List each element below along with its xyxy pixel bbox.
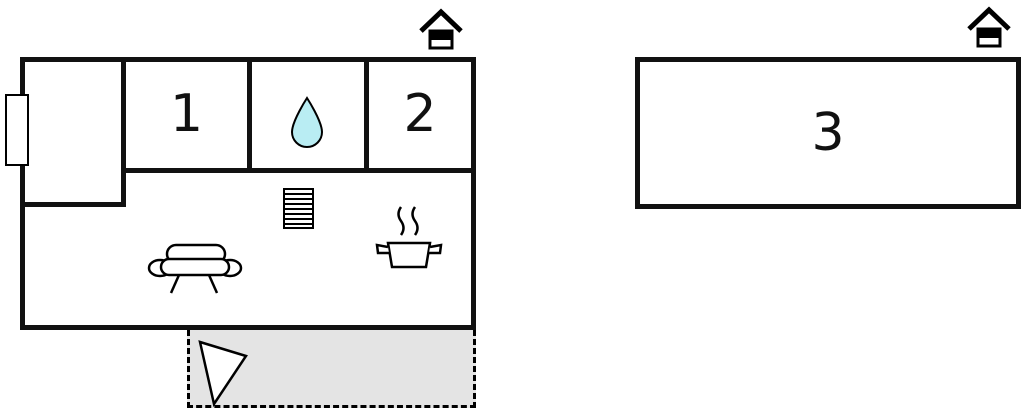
interior-wall-bathroom-room2: [364, 57, 369, 173]
interior-wall-entry-horizontal: [20, 202, 126, 207]
sofa-icon: [147, 243, 243, 294]
stairs-icon: [283, 188, 314, 229]
room-3-label: 3: [811, 103, 845, 163]
interior-wall-entry-vertical: [121, 57, 126, 207]
window-symbol: [5, 94, 29, 166]
water-drop-shape: [290, 96, 324, 148]
room-2-label: 2: [403, 84, 437, 144]
building-annex-outline: [635, 57, 1021, 209]
house-entrance-icon: [967, 6, 1011, 48]
interior-wall-room1-bathroom: [247, 57, 252, 173]
water-drop-icon: [290, 96, 324, 148]
terrace-arrow-icon: [198, 340, 248, 408]
room-1-label: 1: [169, 84, 204, 144]
stove-icon: [375, 206, 443, 269]
interior-wall-rooms-living: [121, 168, 476, 173]
house-entrance-icon: [419, 8, 463, 50]
